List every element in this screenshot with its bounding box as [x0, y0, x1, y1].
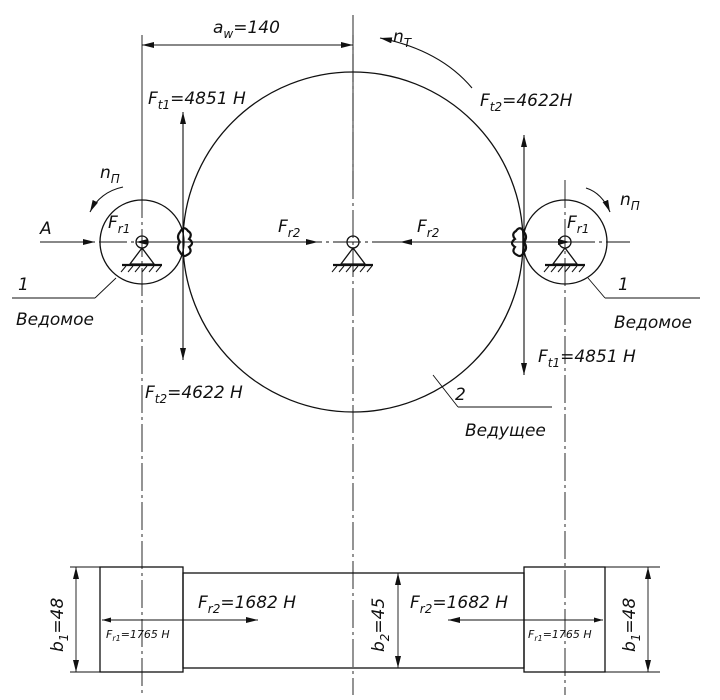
label-num-center: 2 [455, 385, 466, 405]
label-driven-right: Ведомое [614, 313, 692, 333]
label-ft2-bottom: Ft2=4622 Н [145, 383, 243, 406]
label-ft1-bottom: Ft1=4851 Н [538, 347, 636, 370]
label-driven-left: Ведомое [16, 310, 94, 330]
label-nP-right: nП [620, 190, 640, 213]
label-b1-left: b1=48 [48, 598, 71, 652]
label-view-a: A [39, 219, 52, 239]
arc-nT [379, 37, 473, 89]
support-center [331, 235, 373, 273]
dim-aw-label: aw=140 [213, 18, 280, 41]
extension-lines [141, 35, 354, 190]
label-fr1-left: Fr1 [108, 213, 130, 236]
label-num-right: 1 [618, 275, 629, 295]
label-nT: nT [393, 27, 413, 50]
leader-left [12, 277, 117, 299]
label-ft1-top: Ft1=4851 Н [148, 89, 246, 112]
label-b1-right: b1=48 [620, 598, 643, 652]
label-driving: Ведущее [465, 421, 546, 441]
arc-nP-right [585, 187, 611, 213]
leader-right [587, 277, 700, 299]
force-arrows [40, 112, 570, 375]
width-view [70, 566, 660, 673]
label-b2: b2=45 [369, 598, 392, 652]
rotation-arrows [89, 37, 611, 213]
label-ft2-top: Ft2=4622Н [480, 91, 573, 114]
mesh-contact-right [510, 227, 528, 258]
label-fr1-bot-right: Fr1=1765 Н [528, 628, 592, 643]
label-fr2-bot-left: Fr2=1682 Н [198, 593, 296, 616]
leader-center [432, 374, 552, 408]
label-nP-left: nП [100, 163, 120, 186]
support-right [543, 235, 585, 273]
label-fr1-bot-left: Fr1=1765 Н [106, 628, 170, 643]
arc-nP-left [89, 186, 124, 213]
dim-aw: aw=140 [142, 18, 353, 48]
label-fr1-right: Fr1 [567, 213, 589, 236]
support-left [120, 235, 162, 273]
label-fr2-right: Fr2 [417, 217, 439, 240]
label-fr2-left: Fr2 [278, 217, 300, 240]
mesh-contact-left [176, 227, 194, 258]
label-num-left: 1 [18, 275, 29, 295]
label-fr2-bot-right: Fr2=1682 Н [410, 593, 508, 616]
